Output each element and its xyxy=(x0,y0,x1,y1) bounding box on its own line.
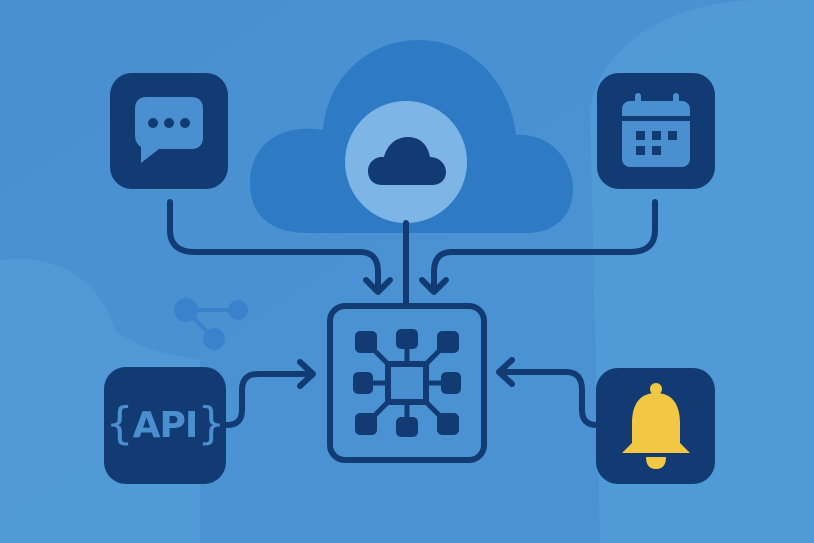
connector-chat-hub xyxy=(167,199,381,293)
api-label: API xyxy=(132,405,199,446)
connector-api-hub xyxy=(224,371,315,428)
cloud-icon xyxy=(368,137,446,185)
connector-bell-hub xyxy=(497,369,600,428)
bell-icon xyxy=(621,383,690,469)
api-node[interactable]: { API } xyxy=(104,367,226,484)
chat-bubble-icon xyxy=(135,97,203,163)
share-icon xyxy=(174,298,248,350)
hub-node[interactable] xyxy=(327,303,487,463)
calendar-icon xyxy=(622,93,690,167)
arrow-head-bell xyxy=(496,357,515,387)
connector-calendar-hub xyxy=(431,199,658,293)
calendar-node[interactable] xyxy=(597,73,715,189)
arrow-head-chat xyxy=(363,277,393,295)
cloud-node[interactable] xyxy=(345,101,467,223)
notifications-node[interactable] xyxy=(596,368,715,484)
circuit-hub-icon xyxy=(353,329,461,437)
arrow-head-api xyxy=(297,359,316,389)
api-icon: { API } xyxy=(105,398,226,449)
arrow-head-calendar xyxy=(419,277,449,295)
chat-node[interactable] xyxy=(110,73,228,189)
